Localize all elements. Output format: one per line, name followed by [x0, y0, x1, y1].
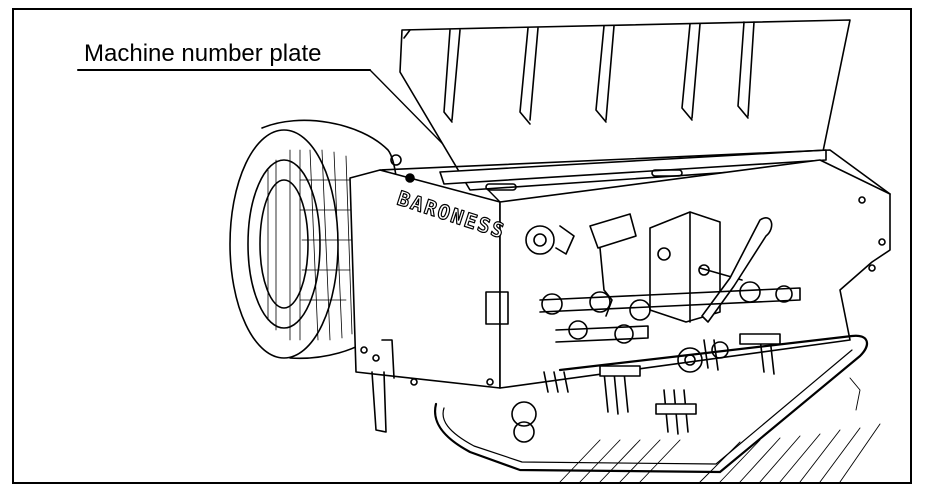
guard-bar — [435, 336, 867, 472]
tire — [230, 120, 399, 358]
ground-tines — [560, 378, 880, 482]
valve-block — [650, 212, 772, 322]
rear-hood — [400, 20, 850, 190]
machine-housing — [350, 150, 890, 432]
tine-holders — [544, 334, 780, 434]
callout-label-machine-number-plate: Machine number plate — [84, 40, 322, 67]
drive-linkages — [512, 214, 800, 442]
